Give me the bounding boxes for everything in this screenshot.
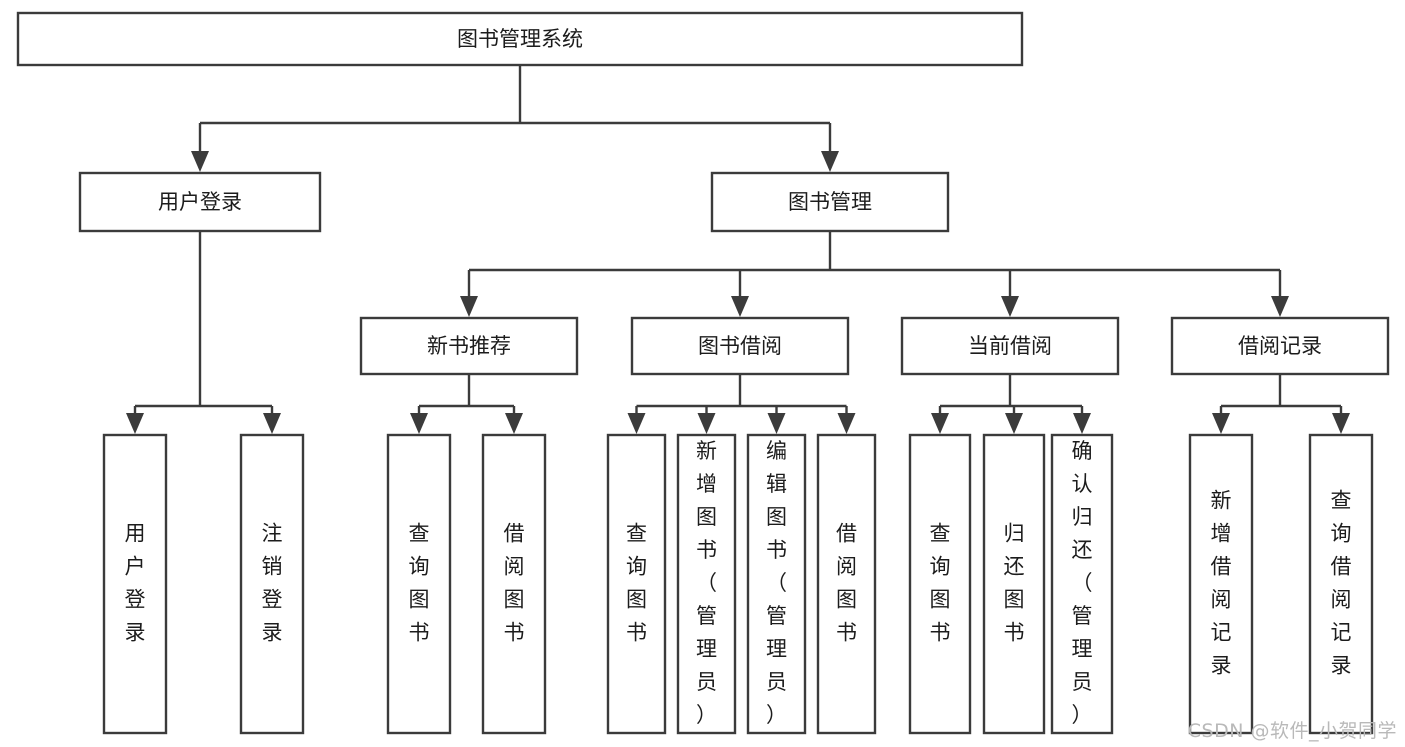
node-label-leaf-user-logout: 注销登录	[262, 522, 283, 645]
connector-arrowhead	[627, 413, 646, 434]
node-leaf-return-book[interactable]: 归还图书	[982, 433, 1046, 735]
node-box-leaf-query-record[interactable]	[1308, 433, 1374, 735]
node-leaf-user-login[interactable]: 用户登录	[102, 433, 168, 735]
node-box-leaf-borrow-book-1[interactable]	[481, 433, 547, 735]
connector-arrowhead	[191, 151, 209, 172]
node-leaf-add-book[interactable]: 新增图书（管理员）	[676, 433, 737, 735]
node-label-leaf-query-record: 查询借阅记录	[1331, 489, 1352, 678]
connector-arrowhead	[731, 296, 749, 317]
node-leaf-confirm-return[interactable]: 确认归还（管理员）	[1050, 433, 1114, 735]
node-leaf-add-record[interactable]: 新增借阅记录	[1188, 433, 1254, 735]
node-label-borrow: 图书借阅	[698, 334, 782, 358]
connector-arrowhead	[931, 413, 949, 434]
node-box-login[interactable]	[78, 171, 322, 233]
node-leaf-query-book-1[interactable]: 查询图书	[386, 433, 452, 735]
node-label-leaf-add-book: 新增图书（管理员）	[696, 439, 717, 727]
node-records[interactable]: 借阅记录	[1170, 316, 1390, 376]
node-leaf-edit-book[interactable]: 编辑图书（管理员）	[746, 433, 807, 735]
node-label-leaf-borrow-book-2: 借阅图书	[836, 522, 857, 645]
node-login[interactable]: 用户登录	[78, 171, 322, 233]
connector-arrowhead	[263, 413, 281, 434]
node-label-leaf-query-book-2: 查询图书	[626, 522, 647, 645]
node-box-leaf-confirm-return[interactable]	[1050, 433, 1114, 735]
connector-arrowhead	[126, 413, 144, 434]
connector-arrowhead	[1005, 413, 1023, 434]
node-box-leaf-add-record[interactable]	[1188, 433, 1254, 735]
node-layer: 图书管理系统用户登录图书管理新书推荐图书借阅当前借阅借阅记录用户登录注销登录查询…	[16, 11, 1390, 735]
node-box-bookmgmt[interactable]	[710, 171, 950, 233]
node-box-leaf-query-book-2[interactable]	[606, 433, 667, 735]
connector-arrowhead	[1212, 413, 1230, 434]
node-leaf-borrow-book-2[interactable]: 借阅图书	[816, 433, 877, 735]
connector-arrowhead	[767, 413, 786, 434]
node-box-leaf-add-book[interactable]	[676, 433, 737, 735]
node-label-leaf-user-login: 用户登录	[125, 522, 146, 645]
node-label-login: 用户登录	[158, 190, 242, 214]
connector-arrowhead	[460, 296, 478, 317]
node-label-leaf-return-book: 归还图书	[1004, 522, 1025, 645]
node-box-leaf-edit-book[interactable]	[746, 433, 807, 735]
connector-arrowhead	[1271, 296, 1289, 317]
node-label-current: 当前借阅	[968, 334, 1052, 358]
connector-arrowhead	[697, 413, 716, 434]
node-borrow[interactable]: 图书借阅	[630, 316, 850, 376]
node-label-bookmgmt: 图书管理	[788, 190, 872, 214]
node-box-newbook[interactable]	[359, 316, 579, 376]
node-box-leaf-user-logout[interactable]	[239, 433, 305, 735]
node-label-newbook: 新书推荐	[427, 334, 511, 358]
connector-layer	[126, 65, 1350, 434]
node-leaf-query-book-2[interactable]: 查询图书	[606, 433, 667, 735]
node-label-leaf-add-record: 新增借阅记录	[1211, 489, 1232, 678]
node-label-leaf-confirm-return: 确认归还（管理员）	[1072, 439, 1093, 727]
node-box-leaf-user-login[interactable]	[102, 433, 168, 735]
connector-arrowhead	[410, 413, 428, 434]
connector-arrowhead	[1073, 413, 1091, 434]
connector-arrowhead	[505, 413, 523, 434]
node-root[interactable]: 图书管理系统	[16, 11, 1024, 67]
node-leaf-borrow-book-1[interactable]: 借阅图书	[481, 433, 547, 735]
node-bookmgmt[interactable]: 图书管理	[710, 171, 950, 233]
node-box-root[interactable]	[16, 11, 1024, 67]
node-leaf-user-logout[interactable]: 注销登录	[239, 433, 305, 735]
connector-arrowhead	[837, 413, 856, 434]
node-label-leaf-borrow-book-1: 借阅图书	[504, 522, 525, 645]
node-box-borrow[interactable]	[630, 316, 850, 376]
connector-arrowhead	[1332, 413, 1350, 434]
node-label-root: 图书管理系统	[457, 27, 583, 51]
csdn-watermark: CSDN @软件_小贺同学	[1187, 720, 1397, 742]
node-leaf-query-book-3[interactable]: 查询图书	[908, 433, 972, 735]
node-label-records: 借阅记录	[1238, 334, 1322, 358]
node-label-leaf-edit-book: 编辑图书（管理员）	[766, 439, 787, 727]
node-box-current[interactable]	[900, 316, 1120, 376]
node-box-leaf-query-book-3[interactable]	[908, 433, 972, 735]
node-box-leaf-query-book-1[interactable]	[386, 433, 452, 735]
node-label-leaf-query-book-1: 查询图书	[409, 522, 430, 645]
connector-arrowhead	[821, 151, 839, 172]
node-newbook[interactable]: 新书推荐	[359, 316, 579, 376]
node-box-records[interactable]	[1170, 316, 1390, 376]
node-box-leaf-return-book[interactable]	[982, 433, 1046, 735]
node-leaf-query-record[interactable]: 查询借阅记录	[1308, 433, 1374, 735]
connector-arrowhead	[1001, 296, 1019, 317]
node-box-leaf-borrow-book-2[interactable]	[816, 433, 877, 735]
node-current[interactable]: 当前借阅	[900, 316, 1120, 376]
node-label-leaf-query-book-3: 查询图书	[930, 522, 951, 645]
